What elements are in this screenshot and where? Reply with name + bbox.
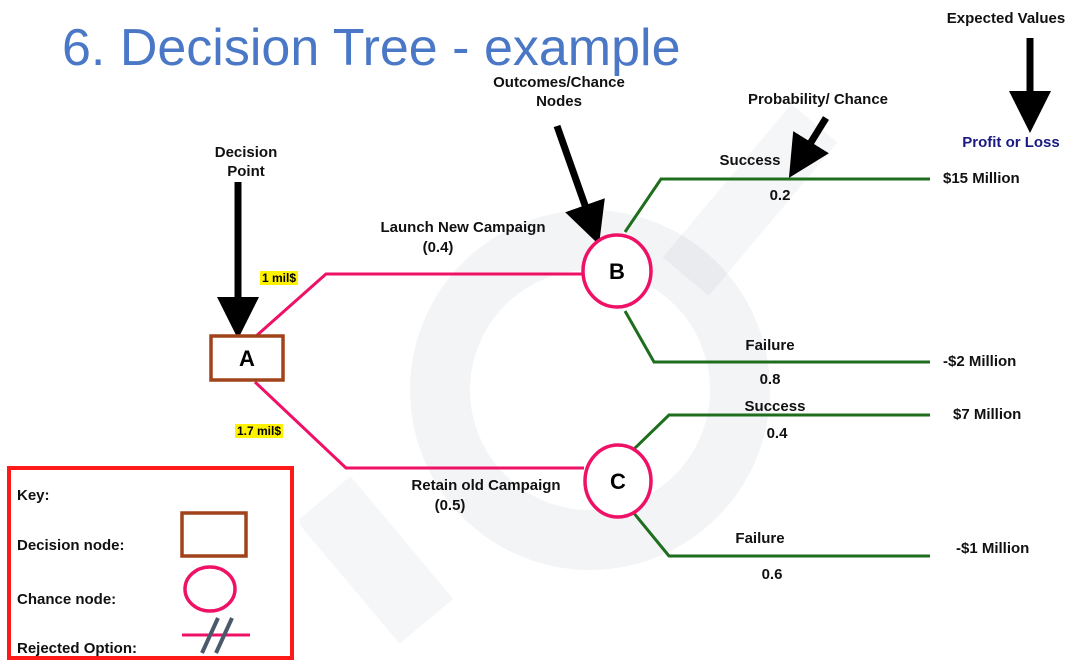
launch-branch [254, 272, 584, 339]
expected-values-label: Expected Values [946, 10, 1066, 27]
outcome-success-c-label: Success [744, 398, 806, 415]
retain-campaign-label: Retain old Campaign [411, 477, 561, 494]
chance-nodes-arrow [553, 124, 605, 245]
decision-node-a-label: A [239, 346, 255, 371]
chance-node-c-label: C [610, 469, 626, 494]
key-symbols [180, 511, 250, 654]
page-title: 6. Decision Tree - example [62, 19, 681, 77]
profit-loss-label: Profit or Loss [962, 134, 1060, 151]
decision-node-a [209, 334, 285, 382]
chance-node-b [581, 233, 653, 309]
launch-campaign-prob: (0.4) [422, 239, 454, 256]
decision-point-label-line1: Decision [214, 144, 278, 161]
outcome-success-b-value: $15 Million [943, 170, 1020, 187]
outcomes-label-line2: Nodes [536, 93, 582, 110]
outcome-branch-success-b [623, 177, 930, 233]
retain-branch [253, 380, 584, 470]
launch-campaign-label: Launch New Campaign [380, 219, 546, 236]
outcome-failure-c-label: Failure [735, 530, 785, 547]
outcome-success-c-value: $7 Million [953, 406, 1022, 423]
outcome-branch-success-c [631, 413, 930, 452]
key-rejected-option-symbol [182, 617, 250, 654]
outcome-branch-failure-b [623, 310, 930, 364]
probability-label: Probability/ Chance [747, 91, 889, 108]
outcome-branch-failure-c [631, 511, 930, 558]
outcome-failure-b-value: -$2 Million [943, 353, 1017, 370]
key-rejected-option-label: Rejected Option: [17, 640, 138, 657]
outcome-failure-c-prob: 0.6 [761, 566, 783, 583]
key-decision-node-symbol [180, 511, 248, 558]
retain-cost-badge: 1.7 mil$ [235, 424, 284, 438]
chance-node-b-label: B [609, 259, 625, 284]
outcomes-label-line1: Outcomes/Chance [493, 74, 625, 91]
outcome-success-b-label: Success [719, 152, 781, 169]
probability-arrow [788, 116, 829, 178]
outcome-failure-c-value: -$1 Million [956, 540, 1030, 557]
retain-campaign-prob: (0.5) [434, 497, 466, 514]
launch-cost-badge: 1 mil$ [260, 271, 299, 285]
chance-node-c [583, 443, 653, 519]
outcome-success-b-prob: 0.2 [769, 187, 791, 204]
outcome-failure-b-label: Failure [745, 337, 795, 354]
outcome-success-c-prob: 0.4 [766, 425, 788, 442]
key-title: Key: [17, 487, 50, 504]
outcome-failure-b-prob: 0.8 [759, 371, 781, 388]
decision-point-label-line2: Point [227, 163, 265, 180]
key-chance-node-label: Chance node: [17, 591, 117, 608]
key-legend [7, 466, 294, 660]
key-decision-node-label: Decision node: [17, 537, 125, 554]
key-chance-node-symbol [183, 565, 237, 613]
